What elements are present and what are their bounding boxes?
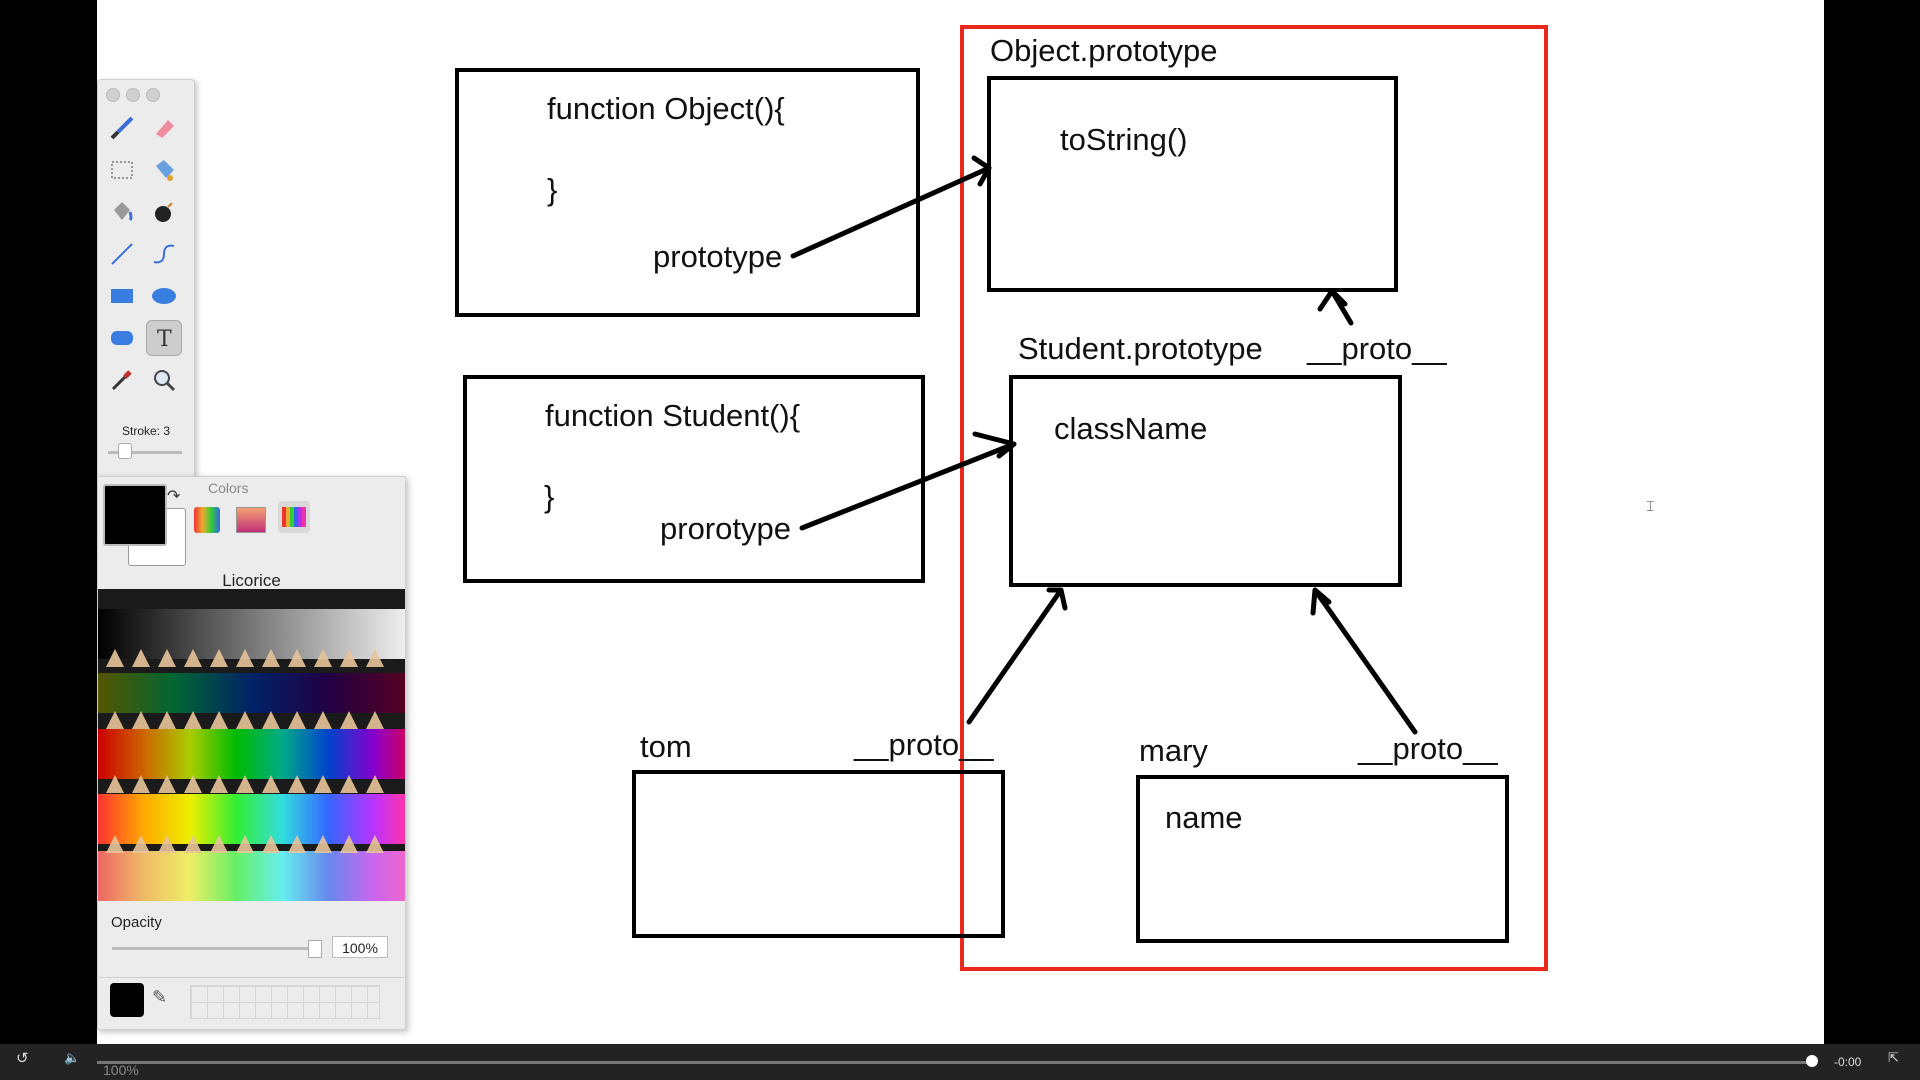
tom-title: tom <box>640 729 692 764</box>
current-color-swatch[interactable] <box>110 983 144 1017</box>
mary-member: name <box>1165 800 1243 835</box>
eyedropper-icon[interactable] <box>104 362 140 398</box>
ellipse-icon[interactable] <box>146 278 182 314</box>
mary-title: mary <box>1139 733 1208 768</box>
stroke-label: Stroke: 3 <box>121 424 171 438</box>
student-function-line2: } <box>544 479 555 514</box>
text-cursor-icon: ⌶ <box>1646 498 1655 514</box>
pencil-color-grid[interactable] <box>98 589 405 901</box>
arrows-layer <box>790 155 1418 735</box>
student-prototype-arrow <box>799 431 1017 531</box>
object-function-line2: } <box>547 172 558 207</box>
time-remaining: -0:00 <box>1834 1055 1862 1069</box>
selected-color-name: Licorice <box>222 571 281 590</box>
curve-icon[interactable] <box>146 236 182 272</box>
colors-panel: Colors Licorice Opacity <box>97 476 406 1030</box>
recent-colors-grid[interactable] <box>190 985 380 1019</box>
rect-select-icon[interactable] <box>104 152 140 188</box>
zoom-dot[interactable] <box>146 88 160 102</box>
object-function-prototype: prototype <box>653 239 783 274</box>
tag-fill-icon[interactable] <box>146 152 182 188</box>
picker-color-wheel-icon[interactable] <box>194 507 220 533</box>
replay-icon[interactable]: ↺ <box>16 1050 29 1067</box>
svg-text:T: T <box>157 327 172 352</box>
eraser-icon[interactable] <box>146 110 182 146</box>
student-proto-up-arrow <box>1317 288 1354 326</box>
student-prototype-proto-label: __proto__ <box>1307 331 1447 366</box>
mary-proto-label: __proto__ <box>1358 731 1498 766</box>
fullscreen-icon[interactable]: ⇱ <box>1888 1050 1899 1065</box>
mary-box <box>1136 775 1509 943</box>
colors-title: Colors <box>208 480 249 496</box>
student-function-line1: function Student(){ <box>545 398 801 433</box>
mary-proto-arrow <box>1310 587 1418 735</box>
student-prototype-box <box>1009 375 1402 587</box>
object-function-box <box>455 68 920 317</box>
object-prototype-box <box>987 76 1398 292</box>
student-prototype-member: className <box>1054 411 1208 446</box>
object-prototype-title: Object.prototype <box>990 33 1218 68</box>
student-function-prototype: prorotype <box>660 511 791 546</box>
stroke-slider-knob[interactable] <box>118 443 132 459</box>
progress-track[interactable] <box>97 1061 1815 1064</box>
tom-box <box>632 770 1005 938</box>
object-function-line1: function Object(){ <box>547 91 785 126</box>
stroke-slider[interactable] <box>108 451 182 454</box>
object-prototype-member: toString() <box>1060 122 1188 157</box>
pencil-swatches[interactable] <box>98 589 405 901</box>
opacity-slider[interactable] <box>112 947 320 950</box>
text-icon[interactable]: T <box>146 320 182 356</box>
zoom-field[interactable]: 100% <box>103 1062 139 1078</box>
object-prototype-arrow <box>790 155 992 259</box>
foreground-color-swatch[interactable] <box>103 484 167 546</box>
colors-divider <box>98 977 405 978</box>
picker-image-icon[interactable] <box>236 507 266 533</box>
progress-knob[interactable] <box>1806 1055 1818 1067</box>
close-dot[interactable] <box>106 88 120 102</box>
line-icon[interactable] <box>104 236 140 272</box>
minimize-dot[interactable] <box>126 88 140 102</box>
eyedropper-small-icon[interactable]: ✎ <box>152 987 168 1007</box>
picker-pencils-glyph <box>282 507 306 527</box>
brush-icon[interactable] <box>104 110 140 146</box>
bucket-icon[interactable] <box>104 194 140 230</box>
rounded-rect-icon[interactable] <box>104 320 140 356</box>
zoom-icon[interactable] <box>146 362 182 398</box>
tom-proto-label: __proto__ <box>854 727 994 762</box>
opacity-slider-knob[interactable] <box>308 940 322 958</box>
opacity-label: Opacity <box>111 914 162 931</box>
opacity-value-field[interactable]: 100% <box>332 936 388 958</box>
swap-colors-icon[interactable]: ↷ <box>167 488 181 505</box>
bomb-icon[interactable] <box>146 194 182 230</box>
volume-icon[interactable]: 🔈 <box>64 1050 81 1065</box>
student-prototype-title: Student.prototype <box>1018 331 1263 366</box>
tom-proto-arrow <box>966 587 1068 725</box>
rectangle-icon[interactable] <box>104 278 140 314</box>
highlight-frame <box>960 25 1548 971</box>
